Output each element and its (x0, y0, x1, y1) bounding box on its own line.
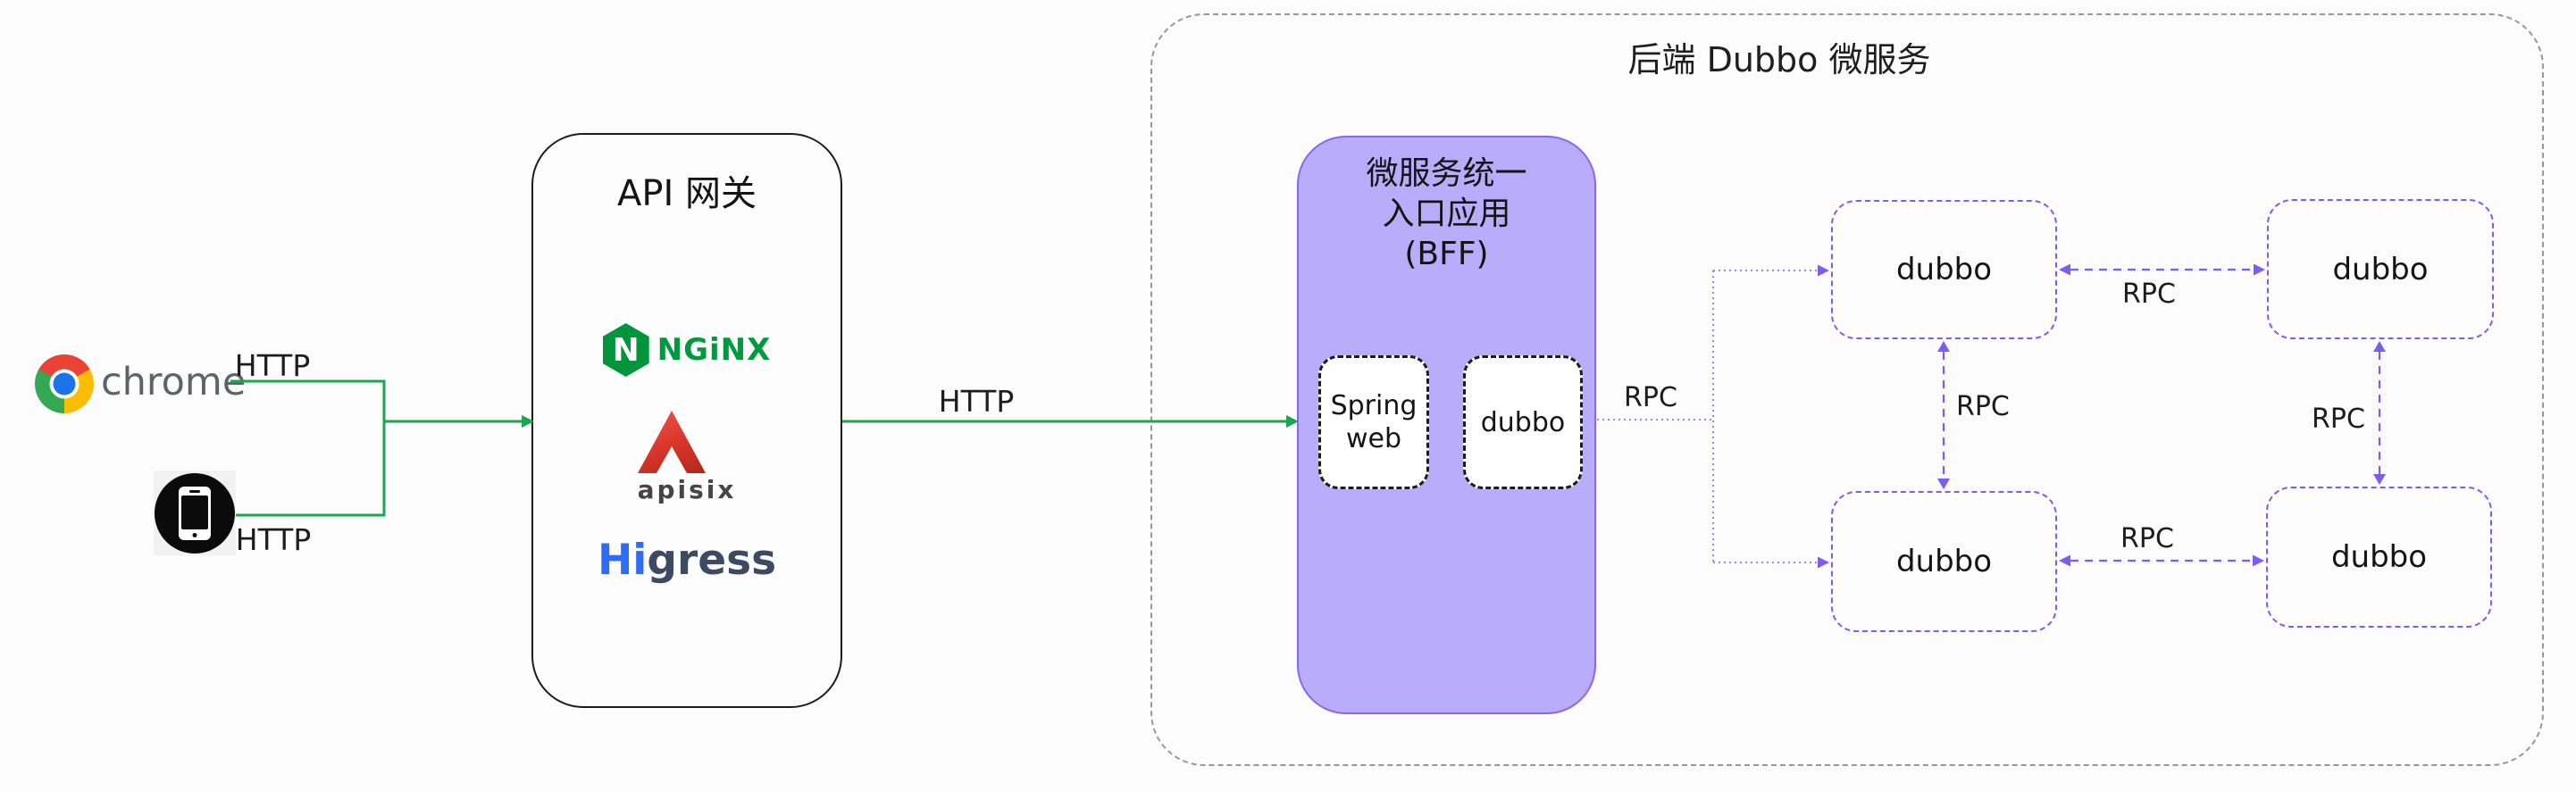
spring-web-label: Spring web (1331, 389, 1418, 455)
rpc-label-bff-out: RPC (1624, 382, 1677, 413)
phone-speaker (189, 490, 200, 493)
backend-title: 后端 Dubbo 微服务 (1627, 40, 1931, 79)
bff-title-line3: (BFF) (1404, 236, 1489, 272)
backend-dubbo-container (1150, 13, 2544, 766)
bff-dubbo-label: dubbo (1480, 406, 1566, 438)
dubbo-node-label: dubbo (1895, 544, 1993, 579)
spring-web-box: Spring web (1318, 355, 1429, 489)
api-gateway-box (531, 133, 842, 708)
bff-title-line1: 微服务统一 (1366, 155, 1527, 192)
dubbo-node-label: dubbo (2330, 539, 2428, 575)
spring-web-line1: Spring (1330, 390, 1418, 421)
phone-home-button (192, 533, 197, 537)
apisix-icon-notch (657, 446, 687, 473)
rpc-label-top: RPC (2122, 279, 2176, 310)
nginx-hexagon-icon: N (602, 323, 649, 377)
dubbo-node-label: dubbo (1895, 252, 1993, 287)
dubbo-node-top-right: dubbo (2267, 199, 2494, 339)
nginx-logo: N NGiNX (531, 323, 842, 377)
nginx-n-letter: N (612, 331, 640, 369)
bff-title: 微服务统一 入口应用 (BFF) (1297, 154, 1596, 274)
chrome-icon-center (53, 372, 76, 396)
spring-web-line2: web (1345, 423, 1402, 454)
http-label-chrome: HTTP (234, 348, 311, 383)
bff-dubbo-box: dubbo (1463, 355, 1583, 489)
chrome-label: chrome (101, 360, 247, 404)
phone-icon (155, 473, 235, 554)
rpc-label-right-vertical: RPC (2312, 404, 2365, 435)
chrome-icon (35, 354, 94, 413)
dubbo-node-top-left: dubbo (1831, 200, 2057, 339)
phone-body (179, 487, 211, 540)
mobile-client (154, 470, 236, 555)
higress-hi: Hi (597, 536, 648, 585)
bff-title-line2: 入口应用 (1382, 196, 1511, 232)
rpc-label-left-vertical: RPC (1956, 391, 2010, 422)
rpc-label-bottom: RPC (2120, 523, 2174, 554)
apisix-wordmark: apisix (637, 475, 737, 504)
http-label-gateway-out: HTTP (938, 384, 1015, 419)
phone-screen (181, 495, 208, 529)
api-gateway-title: API 网关 (617, 173, 757, 214)
http-label-mobile: HTTP (235, 522, 312, 557)
dubbo-node-label: dubbo (2332, 251, 2429, 287)
higress-gress: gress (647, 536, 777, 585)
higress-logo: Higress (531, 536, 842, 585)
nginx-wordmark: NGiNX (657, 332, 772, 368)
dubbo-node-bottom-left: dubbo (1831, 491, 2057, 632)
dubbo-node-bottom-right: dubbo (2266, 487, 2492, 628)
